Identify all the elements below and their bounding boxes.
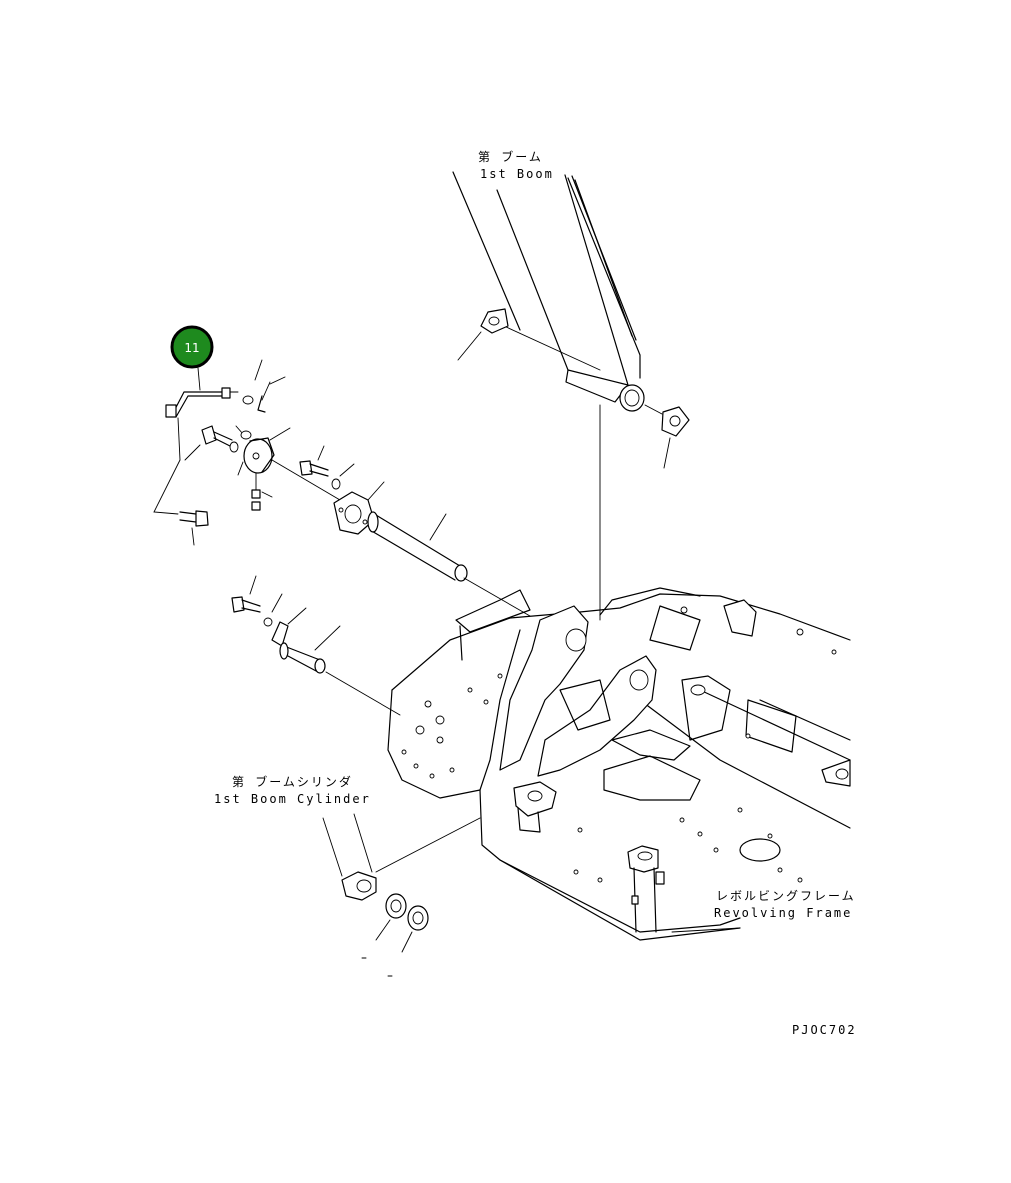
boom-label-jp: 第 ブーム xyxy=(478,149,543,164)
cylinder-label-jp: 第 ブームシリンダ xyxy=(232,774,353,789)
drawing-code: PJOC702 xyxy=(792,1023,857,1037)
cover-plate-part xyxy=(237,427,341,511)
callout-leader xyxy=(197,367,201,391)
revolving-frame-part xyxy=(387,587,851,941)
bolt-set-b xyxy=(153,417,209,546)
grease-tube-part xyxy=(165,359,286,418)
bolt-set-a xyxy=(184,425,252,461)
cylinder-label-en: 1st Boom Cylinder xyxy=(214,792,371,806)
boom-part xyxy=(452,171,690,621)
callout-number: 11 xyxy=(184,341,199,355)
boom-cylinder-part xyxy=(322,813,481,977)
lower-pin-set xyxy=(231,575,401,716)
frame-label-en: Revolving Frame xyxy=(714,906,852,920)
boom-pin-part xyxy=(367,511,531,617)
bolt-set-c xyxy=(299,445,355,490)
flange-part xyxy=(333,481,385,535)
frame-label-jp: レボルビングフレーム xyxy=(716,889,856,903)
boom-label-en: 1st Boom xyxy=(480,167,554,181)
callout-badge[interactable]: 11 xyxy=(170,325,214,369)
